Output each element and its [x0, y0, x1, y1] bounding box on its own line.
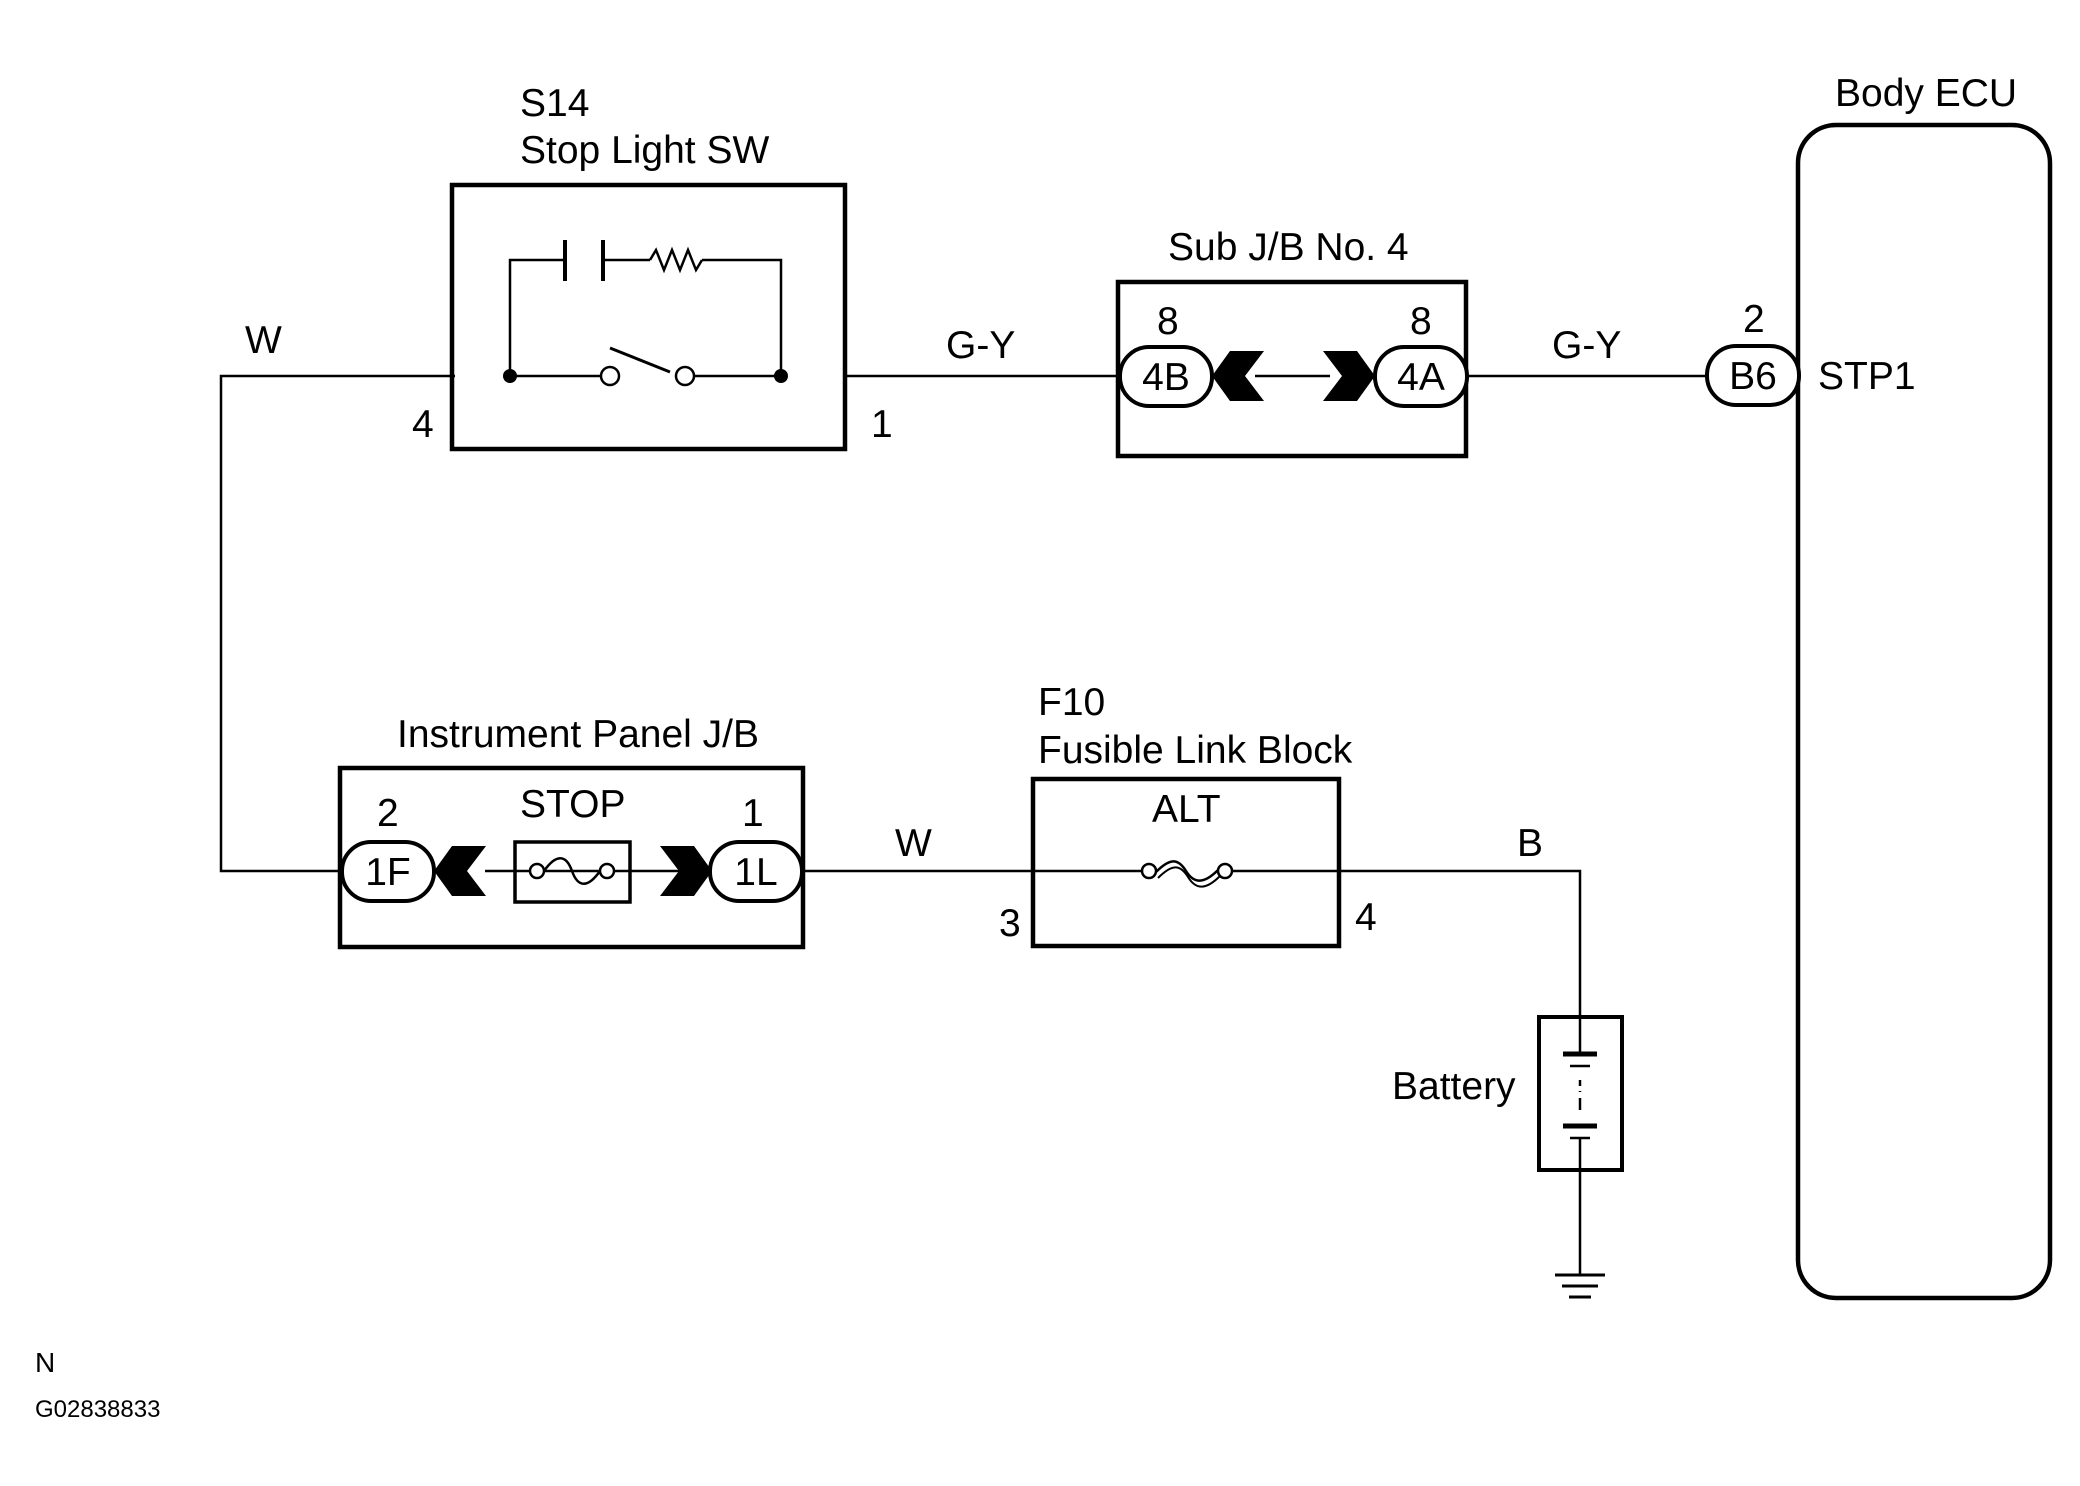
- figure-id: G02838833: [35, 1396, 160, 1423]
- fusible-link-block-pin-3: 3: [999, 902, 1021, 945]
- connector-4a-label: 4A: [1397, 356, 1445, 399]
- connector-b6: [1705, 344, 1801, 407]
- stop-light-switch-pin-4: 4: [412, 403, 434, 446]
- battery-name: Battery: [1392, 1065, 1516, 1108]
- wire-label-b: B: [1517, 822, 1543, 865]
- stop-fuse-box: [513, 840, 632, 904]
- body-ecu-terminal: STP1: [1818, 355, 1916, 398]
- fusible-link-block-box: [1030, 776, 1342, 949]
- footer-letter: N: [35, 1347, 55, 1378]
- wire-label-gy-2: G-Y: [1552, 324, 1621, 367]
- wire-b: [1341, 869, 1582, 1017]
- sub-jb-right-pin: 8: [1410, 300, 1432, 343]
- stop-light-switch-pin-1: 1: [871, 403, 893, 446]
- connector-4b: [1118, 345, 1214, 408]
- fuse-icon: [542, 857, 602, 885]
- battery: Battery: [1392, 1015, 1624, 1172]
- wire-label-gy-1: G-Y: [946, 324, 1015, 367]
- fusible-link-block: F10 Fusible Link Block ALT 3 4: [999, 681, 1377, 949]
- body-ecu-name: Body ECU: [1835, 72, 2017, 115]
- fusible-link-block-fuse-label: ALT: [1152, 788, 1221, 831]
- connector-arrow-right-icon: [1323, 351, 1375, 401]
- fusible-link-icon: [1155, 860, 1219, 882]
- connector-arrow-right-icon: [660, 846, 712, 896]
- switch-contact-left-icon: [599, 365, 621, 387]
- switch-contact-right-icon: [674, 365, 696, 387]
- connector-arrow-left-icon: [434, 846, 486, 896]
- wire-label-w-bottom: W: [895, 822, 932, 865]
- switch-blade-icon: [609, 346, 671, 374]
- connector-b6-label: B6: [1729, 355, 1777, 398]
- fusible-link-block-code: F10: [1038, 681, 1105, 724]
- connector-4b-label: 4B: [1142, 356, 1190, 399]
- ip-jb-right-pin: 1: [742, 792, 764, 835]
- instrument-panel-junction-block: Instrument Panel J/B 2 1 1F STOP 1L: [337, 713, 806, 950]
- ip-jb-left-pin: 2: [377, 792, 399, 835]
- ip-jb-fuse-label: STOP: [520, 783, 625, 826]
- connector-1f: [340, 840, 436, 903]
- ground-icon: [1555, 1273, 1605, 1299]
- fusible-link-block-name: Fusible Link Block: [1038, 729, 1353, 772]
- resistor-icon: [648, 246, 704, 274]
- connector-1l: [708, 840, 804, 903]
- connector-arrow-left-icon: [1212, 351, 1264, 401]
- stop-light-switch-box: [449, 182, 848, 452]
- wires: [219, 374, 1712, 1275]
- sub-junction-block: Sub J/B No. 4 8 8 4B 4A: [1115, 226, 1469, 459]
- sub-jb-name: Sub J/B No. 4: [1168, 226, 1409, 269]
- body-ecu-box: [1795, 122, 2053, 1301]
- wire-w-left: [219, 374, 455, 873]
- fusible-link-block-pin-4: 4: [1355, 896, 1377, 939]
- ip-jb-name: Instrument Panel J/B: [397, 713, 759, 756]
- body-ecu-pin: 2: [1743, 298, 1765, 341]
- connector-1l-label: 1L: [734, 851, 777, 894]
- stop-light-switch: S14 Stop Light SW 4 1: [412, 82, 893, 452]
- connector-4a: [1373, 345, 1469, 408]
- ip-jb-box: [337, 765, 806, 950]
- wire-label-w-top: W: [245, 319, 282, 362]
- stop-light-switch-name: Stop Light SW: [520, 129, 769, 172]
- connector-1f-label: 1F: [365, 851, 411, 894]
- stop-light-switch-code: S14: [520, 82, 589, 125]
- sub-jb-left-pin: 8: [1157, 300, 1179, 343]
- body-ecu: Body ECU 2 B6 STP1: [1705, 72, 2053, 1301]
